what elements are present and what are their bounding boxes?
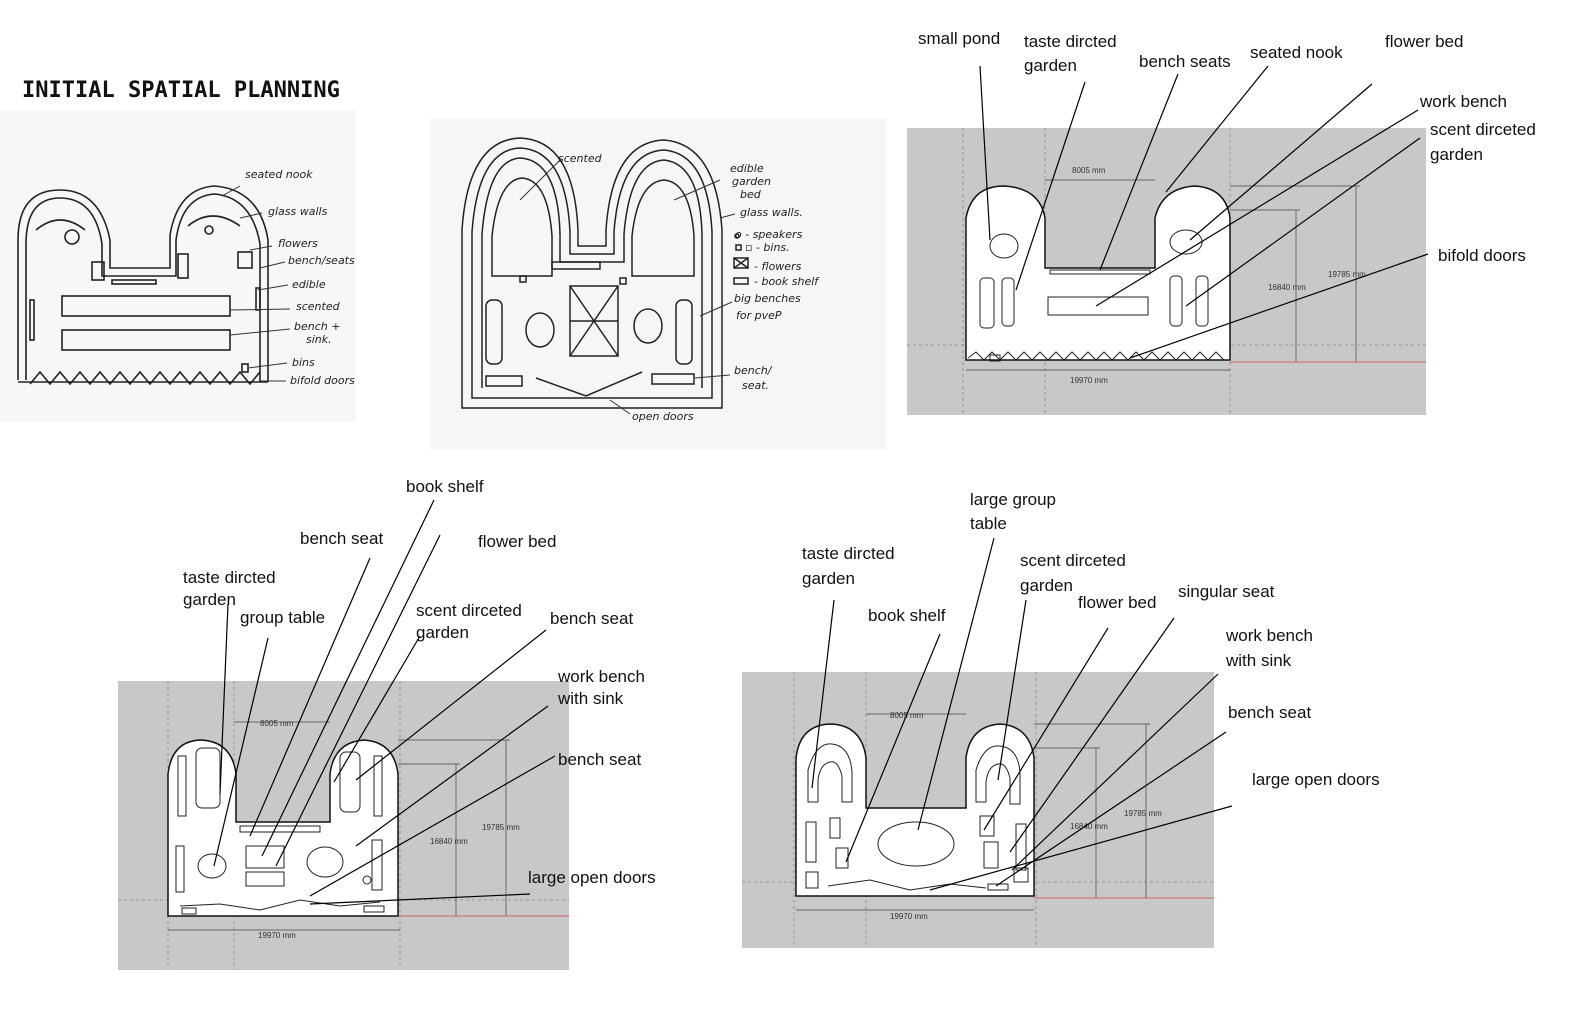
sketch2-label-1: edible <box>730 162 764 175</box>
plan3-label-0: large group <box>970 490 1056 509</box>
plan1-label-5: flower bed <box>1385 32 1463 51</box>
sketch1-label-1: glass walls <box>268 205 328 218</box>
sketch1-label-3: bench/seats <box>288 254 355 267</box>
plan1-label-6: work bench <box>1419 92 1507 111</box>
sketch1-label-4: edible <box>292 278 326 291</box>
plan2-dim-3: 19970 mm <box>258 931 296 940</box>
plan1-label-1: taste dircted <box>1024 32 1117 51</box>
plan3-label-9: work bench <box>1225 626 1313 645</box>
sketch2-label-3: bed <box>740 188 762 201</box>
plan-1: 8005 mm 19785 mm 16840 mm 19970 mm small… <box>907 29 1536 415</box>
sketch2-label-5: o - speakers <box>735 228 803 241</box>
plan2-dim-1: 19785 mm <box>482 823 520 832</box>
sketch2-label-12: seat. <box>742 379 769 392</box>
sketch2-label-11: bench/ <box>734 364 773 377</box>
plan1-dim-2: 16840 mm <box>1268 283 1306 292</box>
plan3-label-7: flower bed <box>1078 593 1156 612</box>
plan2-label-12: large open doors <box>528 868 656 887</box>
plan3-label-3: garden <box>802 569 855 588</box>
plan1-dim-1: 19785 mm <box>1328 270 1366 279</box>
sheet-title: INITIAL SPATIAL PLANNING <box>22 78 340 103</box>
plan2-label-5: group table <box>240 608 325 627</box>
plan3-label-8: singular seat <box>1178 582 1275 601</box>
plan1-label-3: bench seats <box>1139 52 1231 71</box>
plan3-label-11: bench seat <box>1228 703 1311 722</box>
sketch2-label-10: for pveP <box>736 309 782 322</box>
sketch2-label-8: - book shelf <box>754 275 820 288</box>
sketch2-label-4: glass walls. <box>740 206 803 219</box>
plan2-label-4: garden <box>183 590 236 609</box>
plan2-dim-0: 8005 mm <box>260 719 294 728</box>
plan2-label-1: bench seat <box>300 529 383 548</box>
plan3-dim-2: 16840 mm <box>1070 822 1108 831</box>
sketch1-label-6: bench + <box>294 320 340 333</box>
sketch2-label-0: scented <box>558 152 603 165</box>
plan-3: 8005 mm 19785 mm 16840 mm 19970 mm large… <box>742 490 1380 948</box>
sketch1-label-7: sink. <box>306 333 332 346</box>
sketch-2: scented edible garden bed glass walls. o… <box>430 118 886 450</box>
plan1-label-7: scent dirceted <box>1430 120 1536 139</box>
sketch1-label-9: bifold doors <box>290 374 355 387</box>
plan3-dim-1: 19785 mm <box>1124 809 1162 818</box>
plan2-label-3: taste dircted <box>183 568 276 587</box>
sketch2-label-6: ▫ - bins. <box>745 241 790 254</box>
plan1-label-0: small pond <box>918 29 1000 48</box>
plan3-label-10: with sink <box>1225 651 1292 670</box>
plan2-label-10: with sink <box>557 689 624 708</box>
sketch-1: seated nook glass walls flowers bench/se… <box>0 110 356 422</box>
plan2-label-8: bench seat <box>550 609 633 628</box>
plan3-label-5: garden <box>1020 576 1073 595</box>
sketch1-label-5: scented <box>296 300 341 313</box>
sketch2-label-7: - flowers <box>754 260 802 273</box>
plan3-dim-3: 19970 mm <box>890 912 928 921</box>
plan2-label-7: garden <box>416 623 469 642</box>
sketch1-label-8: bins <box>292 356 315 369</box>
plan1-label-2: garden <box>1024 56 1077 75</box>
plan3-label-6: book shelf <box>868 606 946 625</box>
plan2-label-6: scent dirceted <box>416 601 522 620</box>
plan1-label-9: bifold doors <box>1438 246 1526 265</box>
sketch2-label-2: garden <box>732 175 771 188</box>
plan1-dim-0: 8005 mm <box>1072 166 1106 175</box>
plan1-label-8: garden <box>1430 145 1483 164</box>
sketch1-label-2: flowers <box>278 237 318 250</box>
plan2-label-9: work bench <box>557 667 645 686</box>
plan3-label-12: large open doors <box>1252 770 1380 789</box>
plan2-label-11: bench seat <box>558 750 641 769</box>
plan1-dim-3: 19970 mm <box>1070 376 1108 385</box>
plan3-label-4: scent dirceted <box>1020 551 1126 570</box>
plan3-label-2: taste dircted <box>802 544 895 563</box>
plan3-label-1: table <box>970 514 1007 533</box>
sketch1-label-0: seated nook <box>245 168 313 181</box>
plan2-label-2: flower bed <box>478 532 556 551</box>
sketch2-label-13: open doors <box>632 410 694 423</box>
plan1-label-4: seated nook <box>1250 43 1343 62</box>
sketch2-label-9: big benches <box>734 292 801 305</box>
plan2-label-0: book shelf <box>406 477 484 496</box>
plan-2: 8005 mm 19785 mm 16840 mm 19970 mm book … <box>118 477 656 970</box>
plan2-dim-2: 16840 mm <box>430 837 468 846</box>
